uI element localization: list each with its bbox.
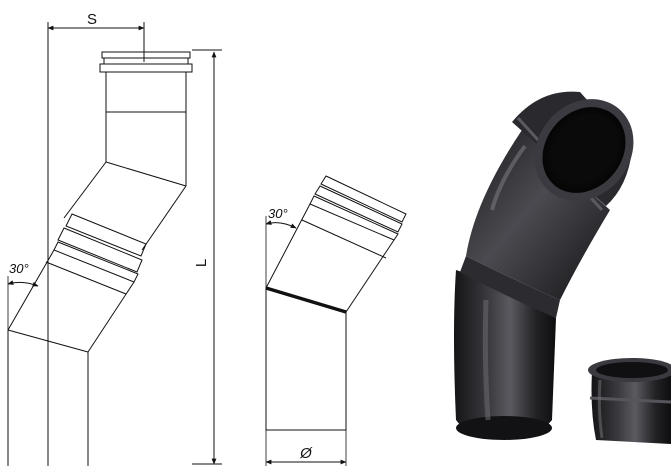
angle-arc-left <box>7 280 39 287</box>
l-label: L <box>193 259 210 267</box>
middle-elbow-drawing <box>265 175 407 466</box>
left-elbow-drawing <box>7 22 222 466</box>
angle-label-mid: 30° <box>268 206 288 221</box>
angle-arc-mid <box>265 220 297 229</box>
diameter-label: Ø <box>299 445 313 462</box>
product-photo <box>454 91 671 444</box>
angle-label-left: 30° <box>9 261 29 276</box>
s-label: S <box>87 11 97 28</box>
